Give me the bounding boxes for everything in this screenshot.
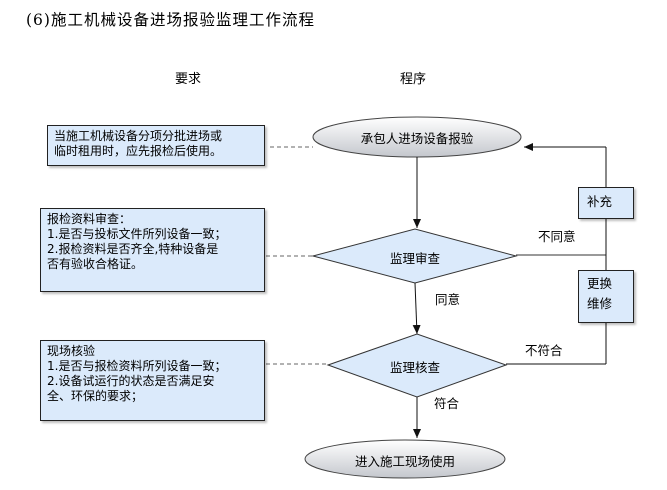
requirement-3-line-4: 全、环保的要求； bbox=[47, 389, 144, 403]
column-header-procedure: 程序 bbox=[400, 72, 427, 87]
inspect-node: 监理核查 bbox=[389, 360, 440, 375]
requirement-3-line-1: 现场核验 bbox=[47, 344, 96, 358]
requirement-box-2: 报检资料审查： 1.是否与投标文件所列设备一致； 2.报检资料是否齐全,特种设备… bbox=[40, 208, 265, 292]
replace-repair-box: 更换 维修 bbox=[578, 270, 634, 323]
edge-label-agree: 同意 bbox=[435, 292, 461, 307]
review-node: 监理审查 bbox=[389, 251, 440, 266]
edge-label-not-conform: 不符合 bbox=[525, 343, 563, 358]
requirement-1-line-2: 临时租用时，应先报检后使用。 bbox=[54, 144, 223, 158]
edge-label-disagree: 不同意 bbox=[538, 229, 576, 244]
requirement-2-line-2: 1.是否与投标文件所列设备一致； bbox=[47, 227, 227, 241]
requirement-1-line-1: 当施工机械设备分项分批进场或 bbox=[54, 129, 223, 143]
requirement-2-line-3: 2.报检资料是否齐全,特种设备是 bbox=[47, 242, 219, 256]
start-node: 承包人进场设备报验 bbox=[360, 131, 474, 146]
requirement-2-line-4: 否有验收合格证。 bbox=[47, 257, 144, 271]
end-node: 进入施工现场使用 bbox=[354, 454, 455, 469]
requirement-box-3: 现场核验 1.是否与报检资料所列设备一致； 2.设备试运行的状态是否满足安 全、… bbox=[40, 340, 265, 421]
supplement-box: 补充 bbox=[578, 187, 634, 219]
requirement-3-line-2: 1.是否与报检资料所列设备一致； bbox=[47, 359, 227, 373]
edge-label-conform: 符合 bbox=[434, 396, 460, 411]
arrow-review-to-inspect bbox=[412, 282, 421, 335]
requirement-2-line-1: 报检资料审查： bbox=[47, 212, 132, 226]
page-title: (6)施工机械设备进场报验监理工作流程 bbox=[26, 11, 315, 29]
end-ellipse-shape bbox=[304, 439, 506, 479]
requirement-3-line-3: 2.设备试运行的状态是否满足安 bbox=[47, 374, 215, 388]
repair-label: 维修 bbox=[587, 296, 613, 311]
requirement-box-1: 当施工机械设备分项分批进场或 临时租用时，应先报检后使用。 bbox=[47, 125, 265, 166]
supplement-label: 补充 bbox=[587, 194, 613, 209]
replace-label: 更换 bbox=[587, 276, 613, 291]
column-header-requirements: 要求 bbox=[175, 72, 202, 87]
inspect-diamond-shape bbox=[326, 333, 508, 398]
review-diamond-shape bbox=[311, 228, 518, 284]
